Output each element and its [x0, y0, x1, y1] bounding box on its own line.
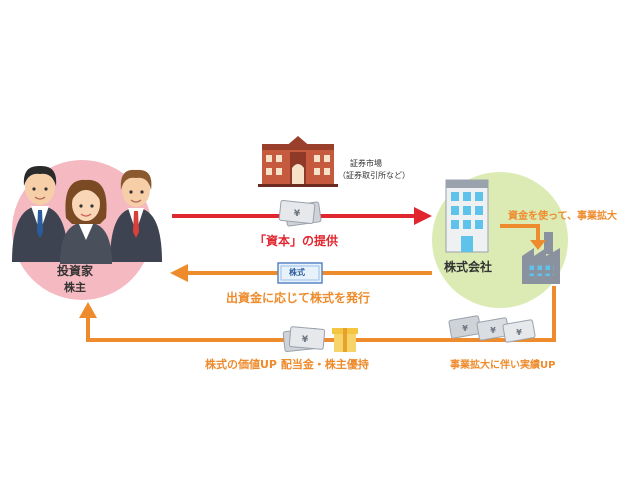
- svg-text:¥: ¥: [516, 328, 522, 337]
- business-expansion-arrow: [500, 224, 540, 240]
- investor-title: 投資家: [57, 264, 94, 278]
- share-certificate-icon: [277, 262, 323, 284]
- capital-arrow-head: [414, 207, 432, 225]
- business-expansion-arrow-head: [530, 240, 546, 250]
- stock-exchange-building-icon: [258, 136, 338, 187]
- market-title: 証券市場: [350, 159, 382, 168]
- svg-text:¥: ¥: [462, 324, 468, 333]
- investor-man-left-icon: [12, 165, 68, 262]
- share-certificate-label: 株式: [289, 268, 305, 277]
- investor-woman-icon: [60, 179, 112, 264]
- svg-text:¥: ¥: [490, 326, 496, 335]
- performance-yen-bill-icon: ¥ ¥ ¥: [448, 315, 536, 343]
- investor-subtitle: 株主: [64, 281, 86, 294]
- returns-label: 株式の価値UP 配当金・株主優持: [205, 358, 369, 371]
- company-title: 株式会社: [444, 260, 493, 274]
- factory-icon: [522, 232, 560, 284]
- business-expansion-label: 資金を使って、事業拡大: [508, 211, 617, 222]
- market-subtitle: （証券取引所など）: [338, 171, 410, 180]
- issue-shares-label: 出資金に応じて株式を発行: [226, 291, 371, 305]
- gift-box-icon: [332, 328, 358, 352]
- capital-flow-label: 「資本」の提供: [254, 234, 339, 248]
- investor-people-icon: [12, 165, 162, 264]
- performance-up-label: 事業拡大に伴い実績UP: [450, 360, 556, 371]
- returns-yen-bill-icon: ¥: [282, 326, 326, 353]
- investor-man-right-icon: [110, 169, 162, 262]
- svg-text:¥: ¥: [302, 335, 309, 345]
- returns-arrow-head: [79, 302, 97, 318]
- yen-bill-icon: ¥: [278, 199, 322, 227]
- office-building-icon: [445, 179, 489, 253]
- svg-text:¥: ¥: [294, 209, 301, 219]
- issue-shares-arrow-head: [170, 264, 188, 282]
